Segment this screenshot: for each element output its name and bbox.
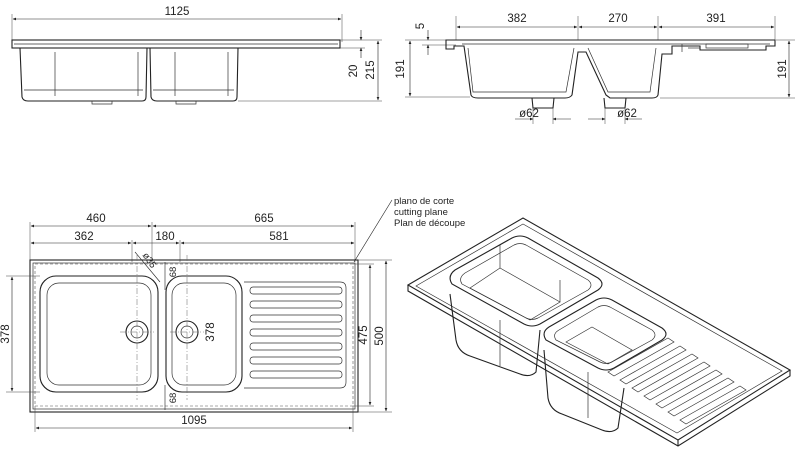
dim-lip-20: 20 [348, 65, 360, 78]
dim-plan-378-left: 378 [0, 324, 12, 343]
dim-plan-475: 475 [358, 325, 370, 344]
dim-section-382: 382 [507, 13, 526, 25]
isometric-view [406, 217, 792, 447]
iso-drainboard-grooves [607, 337, 747, 425]
dim-offset-68-bottom: 68 [168, 393, 179, 404]
plan-view: 460 665 362 180 581 [0, 199, 393, 432]
drainboard-grooves [249, 286, 343, 379]
dim-section-270: 270 [608, 13, 627, 25]
note-french: Plan de découpe [394, 218, 465, 229]
dim-plan-1095: 1095 [181, 415, 207, 427]
dim-plan-378-mid: 378 [205, 322, 217, 341]
dim-plan-665: 665 [254, 213, 273, 225]
dim-plan-581: 581 [269, 231, 288, 243]
cutting-plane-note: plano de corte cutting plane Plan de déc… [394, 196, 465, 229]
dim-offset-68-top: 68 [168, 267, 179, 278]
dim-plan-460: 460 [86, 213, 105, 225]
dim-depth-215: 215 [365, 60, 377, 79]
dim-plan-362: 362 [74, 231, 93, 243]
note-english: cutting plane [394, 207, 448, 218]
dim-diameter-35: ø35 [140, 251, 158, 271]
dim-section-391: 391 [706, 13, 725, 25]
dim-height-191: 191 [395, 59, 407, 78]
dim-plan-500: 500 [374, 326, 386, 345]
dim-height-right-191: 191 [777, 59, 789, 78]
dim-width-1125: 1125 [165, 6, 190, 18]
dim-lip-5: 5 [415, 23, 427, 29]
dim-plan-180: 180 [155, 231, 174, 243]
front-view: 1125 20 215 [11, 6, 382, 105]
dim-drain-62-left: ø62 [519, 108, 539, 120]
note-spanish: plano de corte [394, 196, 454, 207]
dim-drain-62-right: ø62 [617, 108, 637, 120]
section-view: 382 270 391 5 191 191 ø62 [395, 13, 795, 124]
